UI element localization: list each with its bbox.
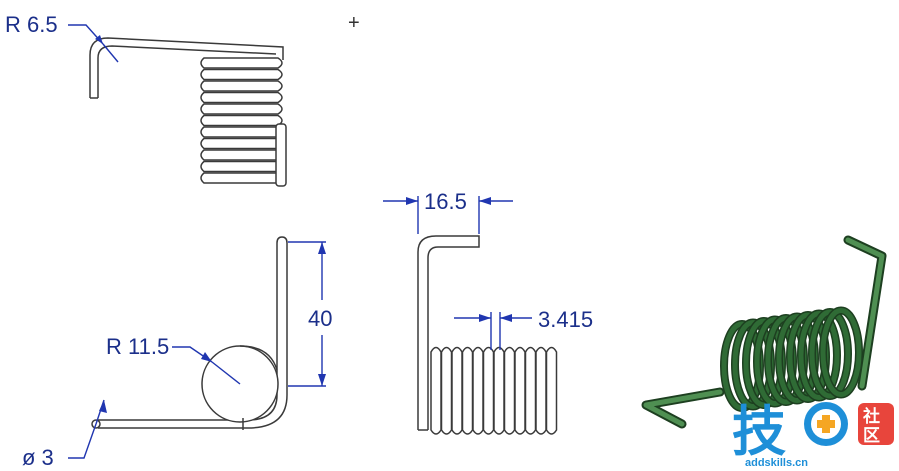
cursor-crosshair: + bbox=[348, 12, 360, 34]
watermark-glyph: 技 bbox=[732, 400, 786, 463]
dim-bend-radius: R 11.5 bbox=[106, 334, 241, 385]
side-coil-loop bbox=[524, 346, 537, 435]
top-coil-loop bbox=[200, 103, 283, 115]
top-coil-loop bbox=[200, 114, 283, 127]
watermark-badge-text-1: 社 bbox=[862, 406, 880, 427]
dim-leg-offset-text: 16.5 bbox=[424, 189, 467, 214]
top-coil-loop bbox=[200, 91, 283, 104]
top-coil-loop bbox=[200, 172, 283, 184]
watermark-site: addskills.cn bbox=[745, 457, 808, 469]
side-coil-loop bbox=[461, 346, 474, 435]
side-coil-loop bbox=[451, 346, 463, 435]
side-coil-loop bbox=[472, 346, 484, 435]
top-view bbox=[89, 37, 287, 187]
spring-3d-render bbox=[641, 235, 887, 429]
render-coils bbox=[720, 306, 863, 412]
top-coil-loop bbox=[200, 68, 283, 81]
top-coils bbox=[200, 57, 283, 184]
dim-coil-pitch-text: 3.415 bbox=[538, 307, 593, 332]
top-coil-loop bbox=[200, 80, 283, 92]
side-view bbox=[417, 235, 558, 435]
render-coil-highlight bbox=[798, 311, 840, 400]
dim-wire-diameter: ø 3 bbox=[22, 399, 107, 470]
dim-leg-height-text: 40 bbox=[308, 306, 332, 331]
render-coil-highlight bbox=[809, 309, 851, 399]
watermark-badge bbox=[858, 403, 894, 445]
side-coils bbox=[430, 346, 558, 435]
dim-leg-height: 40 bbox=[288, 241, 332, 387]
side-coil-loop bbox=[545, 346, 558, 435]
side-coil-loop bbox=[514, 346, 526, 435]
dim-top-radius-text: R 6.5 bbox=[5, 12, 58, 37]
top-leg-end bbox=[275, 123, 287, 187]
top-coil-loop bbox=[200, 126, 283, 138]
dim-top-radius: R 6.5 bbox=[5, 12, 119, 63]
render-coil-highlight bbox=[820, 308, 862, 397]
dim-leg-offset: 16.5 bbox=[383, 189, 513, 234]
watermark-badge-text-2: 区 bbox=[863, 426, 880, 446]
side-coil-loop bbox=[493, 346, 505, 435]
top-coil-loop bbox=[200, 57, 283, 69]
side-coil-loop bbox=[440, 346, 453, 435]
side-coil-loop bbox=[503, 346, 516, 435]
top-coil-loop bbox=[200, 149, 283, 161]
dim-coil-pitch: 3.415 bbox=[454, 307, 593, 350]
side-coil-loop bbox=[535, 346, 547, 435]
top-coil-loop bbox=[200, 160, 283, 173]
side-coil-loop bbox=[430, 346, 442, 435]
side-coil-loop bbox=[482, 346, 495, 435]
top-coil-loop bbox=[200, 137, 283, 150]
dim-bend-radius-text: R 11.5 bbox=[106, 334, 169, 359]
watermark-logo: 技 社 区 addskills.cn bbox=[732, 400, 894, 469]
dim-wire-diameter-text: ø 3 bbox=[22, 445, 54, 470]
